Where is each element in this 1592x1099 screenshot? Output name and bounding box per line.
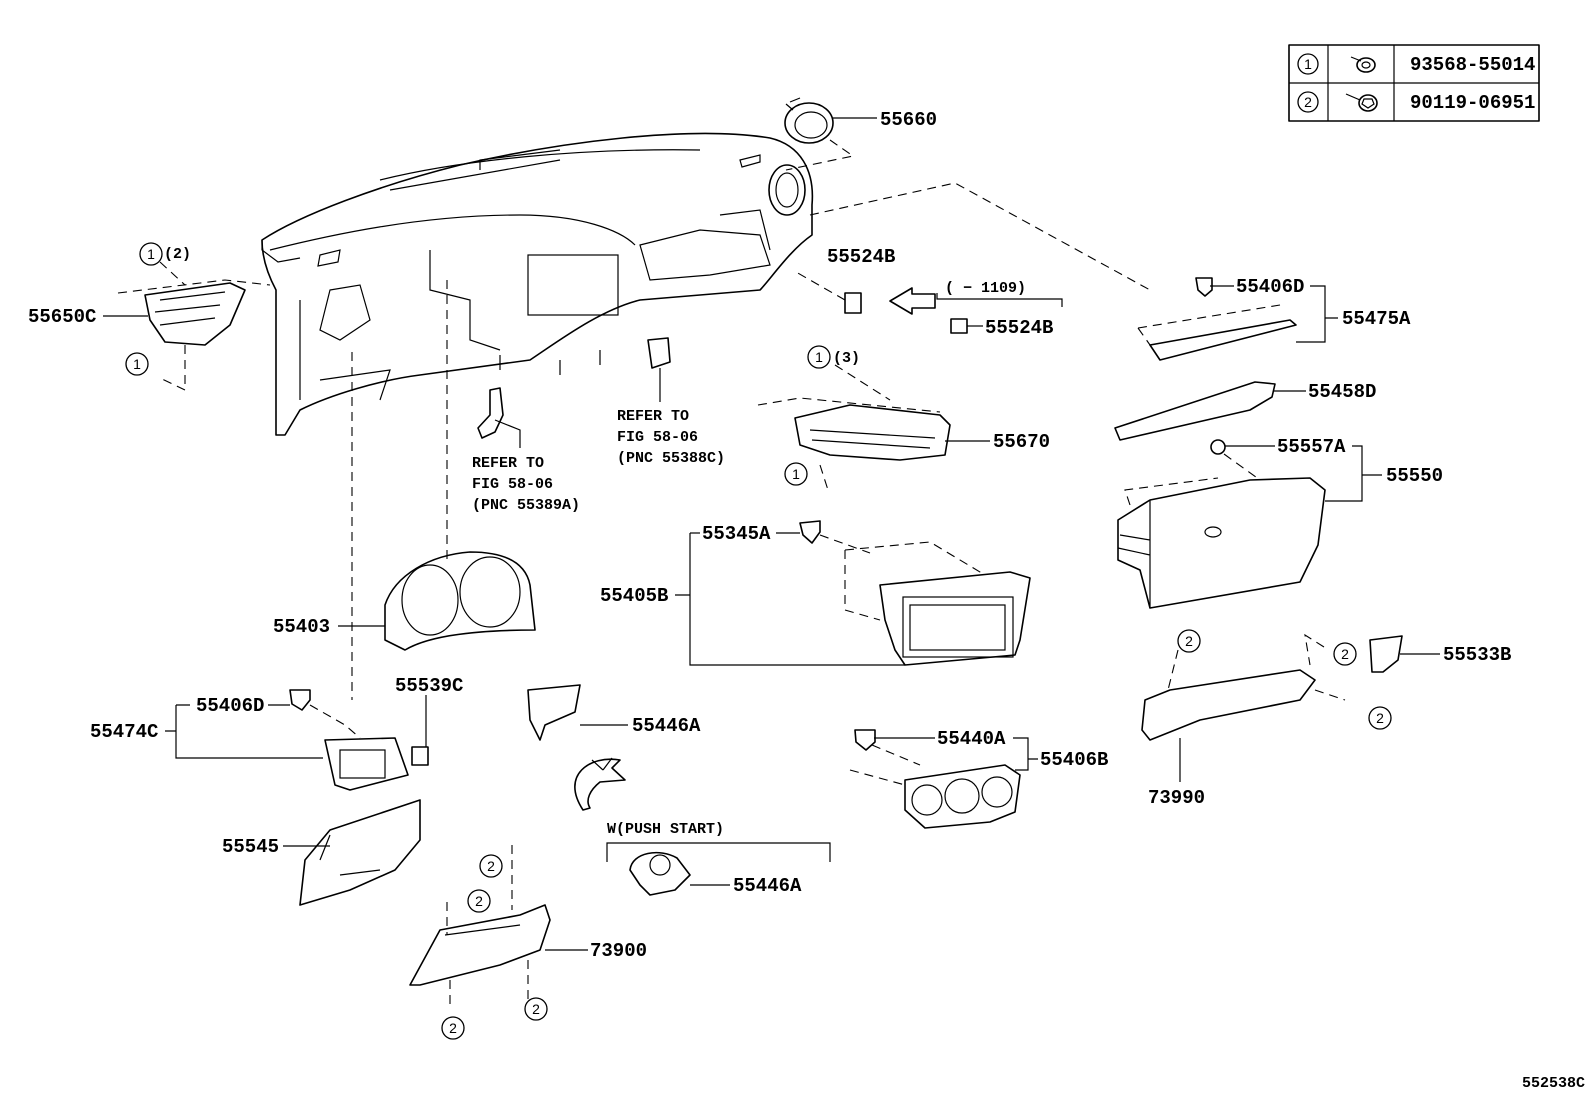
screw-washer-icon	[1350, 56, 1376, 73]
callout-1-d: 1	[792, 466, 800, 482]
label-55406B: 55406B	[1040, 749, 1108, 771]
label-55533B: 55533B	[1443, 644, 1511, 666]
part-55660-vent	[784, 97, 877, 171]
label-55474C: 55474C	[90, 721, 158, 743]
callout-2-g: 2	[532, 1001, 540, 1017]
note-ref-a-line1: REFER TO	[472, 455, 544, 472]
part-55403-meter-cluster	[351, 280, 536, 700]
legend-num-2: 2	[1304, 94, 1312, 110]
label-73900: 73900	[590, 940, 647, 962]
callout-2-f: 2	[449, 1020, 457, 1036]
label-55446A-upper: 55446A	[632, 715, 701, 737]
callout-2-c: 2	[1376, 710, 1384, 726]
note-ref-b-line1: REFER TO	[617, 408, 689, 425]
label-55650C: 55650C	[28, 306, 96, 328]
label-55446A-lower: 55446A	[733, 875, 802, 897]
label-55660: 55660	[880, 109, 937, 131]
note-ref-b-line3: (PNC 55388C)	[617, 450, 725, 467]
part-55670-vent	[757, 364, 951, 491]
label-55475A: 55475A	[1342, 308, 1411, 330]
part-73900-lower-panel	[409, 845, 551, 1010]
part-55524B-clip	[795, 271, 968, 334]
part-55550-glove-box	[1117, 439, 1326, 609]
callout-2-d: 2	[487, 858, 495, 874]
callout-2-b: 2	[1341, 646, 1349, 662]
label-push-start: W(PUSH START)	[607, 821, 724, 838]
bracket-55388C	[647, 337, 671, 402]
part-55458D-garnish	[1114, 381, 1276, 441]
fastener-legend-table: 1 2 93568-55014 90119-06951	[1288, 44, 1540, 122]
label-55403: 55403	[273, 616, 330, 638]
label-55406D-upper: 55406D	[1236, 276, 1304, 298]
arrow-icon	[591, 757, 613, 771]
note-ref-a-line3: (PNC 55389A)	[472, 497, 580, 514]
part-55406B-heater-panel	[849, 729, 1021, 829]
label-55670: 55670	[993, 431, 1050, 453]
label-qty-3: (3)	[833, 350, 860, 367]
legend-part-2: 90119-06951	[1410, 92, 1535, 114]
bracket-55389A	[477, 387, 521, 448]
label-qty-2: (2)	[164, 246, 191, 263]
part-55539C	[411, 695, 429, 766]
part-55545-lower-panel	[299, 799, 421, 906]
callout-1-a: 1	[147, 246, 155, 262]
note-ref-b-line2: FIG 58-06	[617, 429, 698, 446]
part-55446A-cover	[527, 684, 626, 811]
label-55345A: 55345A	[702, 523, 771, 545]
callout-2-e: 2	[475, 893, 483, 909]
diagram-id: 552538C	[1522, 1075, 1585, 1092]
part-55446A-push-start-cover	[629, 851, 691, 896]
instrument-panel-drawing	[261, 132, 814, 436]
legend-part-1: 93568-55014	[1410, 54, 1535, 76]
label-55440A: 55440A	[937, 728, 1006, 750]
label-55458D: 55458D	[1308, 381, 1376, 403]
label-55406D-lower: 55406D	[196, 695, 264, 717]
label-55557A: 55557A	[1277, 436, 1346, 458]
legend-num-1: 1	[1304, 56, 1312, 72]
callout-1-c: 1	[815, 349, 823, 365]
part-55405B-bezel	[799, 520, 1031, 666]
part-73990-lower-panel	[1141, 633, 1403, 741]
label-55545: 55545	[222, 836, 279, 858]
part-55475A-garnish	[809, 182, 1297, 361]
callout-1-b: 1	[133, 356, 141, 372]
label-55524B-lower: 55524B	[985, 317, 1053, 339]
part-55650C-vent	[117, 279, 271, 391]
label-date-range: ( − 1109)	[945, 280, 1026, 297]
label-55539C: 55539C	[395, 675, 463, 697]
bolt-washer-icon	[1345, 93, 1378, 112]
label-73990: 73990	[1148, 787, 1205, 809]
label-55405B: 55405B	[600, 585, 668, 607]
label-55524B-upper: 55524B	[827, 246, 895, 268]
callout-2-a: 2	[1185, 633, 1193, 649]
label-55550: 55550	[1386, 465, 1443, 487]
part-55474C-switch-panel	[289, 689, 409, 791]
note-ref-a-line2: FIG 58-06	[472, 476, 553, 493]
